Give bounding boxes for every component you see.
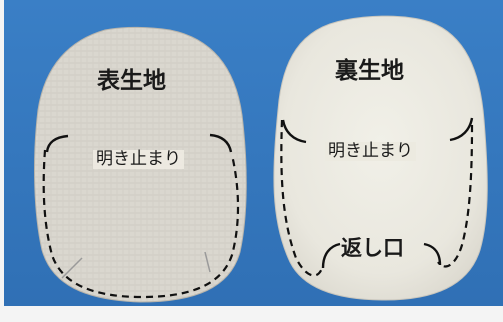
return-opening-label: 返し口	[341, 236, 404, 260]
right-stop-mark	[209, 133, 233, 153]
return-mark-left	[321, 242, 341, 269]
lining-opening-label: 明き止まり	[325, 142, 416, 161]
bottom-border	[0, 306, 503, 322]
pin-right	[204, 251, 211, 273]
outer-stitch-line	[42, 149, 240, 299]
lining-fabric-title: 裏生地	[335, 58, 404, 84]
return-mark-right	[423, 242, 442, 266]
outer-fabric-title: 表生地	[97, 68, 166, 94]
lining-stop-mark-right	[449, 117, 474, 142]
lining-stop-mark-left	[281, 119, 307, 144]
pin-left	[61, 257, 83, 279]
left-stop-mark	[45, 134, 69, 153]
outer-opening-label: 明き止まり	[93, 150, 184, 169]
lining-stitch-left	[280, 119, 324, 277]
left-border	[0, 0, 4, 322]
lining-stitch-right	[437, 124, 474, 268]
